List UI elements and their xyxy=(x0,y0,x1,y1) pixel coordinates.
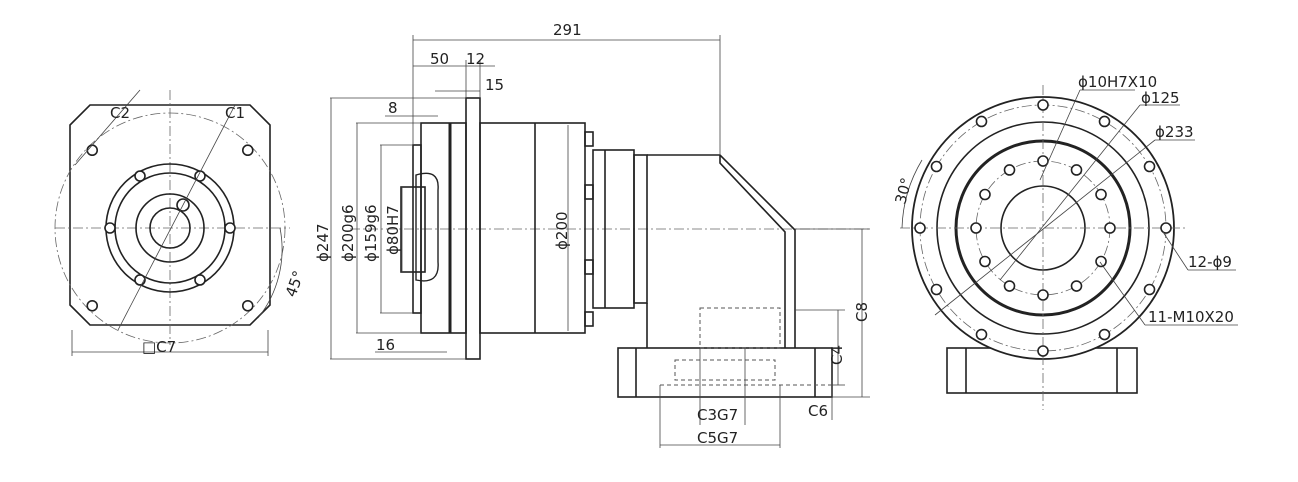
bolt-hole xyxy=(1003,164,1016,176)
bolt-hole xyxy=(194,170,206,182)
bolt-hole xyxy=(134,274,146,286)
bolt-hole xyxy=(104,222,116,234)
dim-c3g7: C3G7 xyxy=(697,406,738,424)
dim-50: 50 xyxy=(430,50,449,68)
bolt-hole xyxy=(1143,160,1156,173)
bolt-hole xyxy=(1037,155,1049,167)
bolt-hole xyxy=(975,328,988,341)
bolt-hole xyxy=(1037,99,1049,111)
dim-phi200: ϕ200 xyxy=(553,211,571,250)
bolt-hole xyxy=(930,160,943,173)
bolt-hole xyxy=(194,274,206,286)
dim-16: 16 xyxy=(376,336,395,354)
label-30deg: 30° xyxy=(891,176,915,206)
dim-c6: C6 xyxy=(808,402,828,420)
bolt-hole xyxy=(1160,222,1172,234)
side-view: 291 50 12 15 8 16 ϕ247 ϕ200g6 ϕ159g6 ϕ80… xyxy=(314,21,871,448)
bolt-hole xyxy=(970,222,982,234)
bolt-hole xyxy=(1070,164,1083,176)
bolt-hole xyxy=(1037,289,1049,301)
front-view: C2 C1 □C7 45° xyxy=(54,89,308,356)
label-c7: □C7 xyxy=(142,338,176,356)
label-pin: ϕ10H7X10 xyxy=(1078,73,1157,91)
rear-view: ϕ10H7X10 ϕ125 ϕ233 30° 12-ϕ9 11-M10X20 xyxy=(891,73,1238,410)
dim-c4: C4 xyxy=(828,345,846,365)
label-phi125: ϕ125 xyxy=(1141,89,1180,107)
dim-8: 8 xyxy=(388,99,398,117)
bolt-hole xyxy=(1037,345,1049,357)
dim-phi247: ϕ247 xyxy=(314,223,332,262)
bolt-hole xyxy=(86,299,99,312)
dim-c5g7: C5G7 xyxy=(697,429,738,447)
dim-c8: C8 xyxy=(853,302,871,322)
dim-phi159g6: ϕ159g6 xyxy=(362,204,380,262)
bolt-hole xyxy=(241,144,254,157)
dim-15: 15 xyxy=(485,76,504,94)
label-12-holes: 12-ϕ9 xyxy=(1188,253,1232,271)
bolt-hole xyxy=(241,299,254,312)
dim-phi80h7: ϕ80H7 xyxy=(384,205,402,255)
bolt-hole xyxy=(1003,280,1016,292)
dim-291: 291 xyxy=(553,21,582,39)
label-threads: 11-M10X20 xyxy=(1148,308,1234,326)
bolt-hole xyxy=(224,222,236,234)
bolt-hole xyxy=(1095,255,1107,268)
bolt-hole xyxy=(975,115,988,128)
bolt-hole xyxy=(930,283,943,296)
bolt-hole xyxy=(1095,188,1107,201)
bolt-hole xyxy=(979,255,991,268)
dim-12: 12 xyxy=(466,50,485,68)
bolt-hole xyxy=(134,170,146,182)
bolt-hole xyxy=(914,222,926,234)
bolt-hole xyxy=(86,144,99,157)
bolt-hole xyxy=(1098,328,1111,341)
label-c1: C1 xyxy=(225,104,245,122)
bolt-hole xyxy=(1098,115,1111,128)
bolt-hole xyxy=(1070,280,1083,292)
label-45deg: 45° xyxy=(282,268,308,299)
label-phi233: ϕ233 xyxy=(1155,123,1194,141)
label-c2: C2 xyxy=(110,104,130,122)
dim-phi200g6: ϕ200g6 xyxy=(339,204,357,262)
bolt-hole xyxy=(979,188,991,201)
bolt-hole xyxy=(1143,283,1156,296)
bolt-hole xyxy=(1104,222,1116,234)
